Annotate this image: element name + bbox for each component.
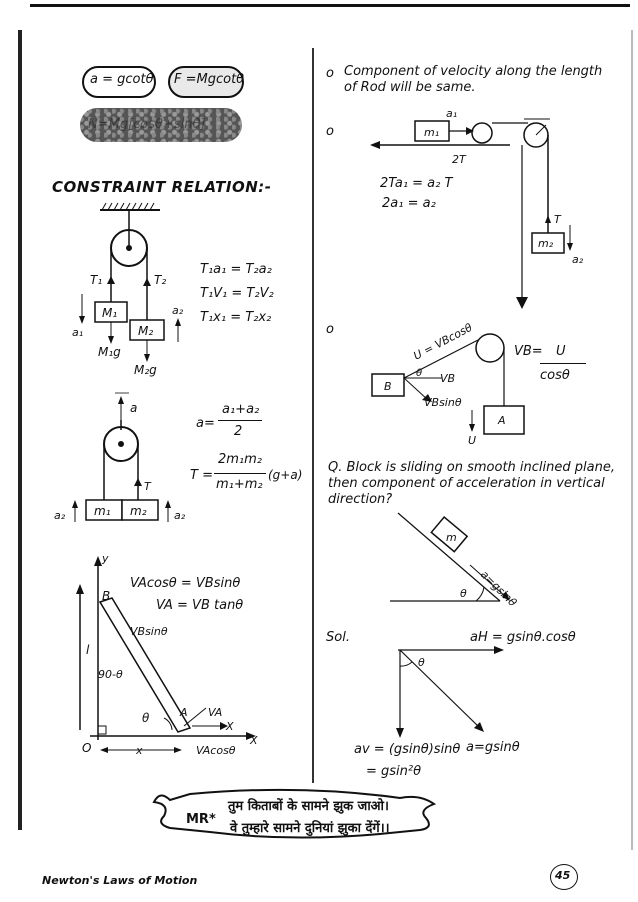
formula-F-box xyxy=(168,66,244,98)
label-a2: a₂ xyxy=(172,304,184,317)
label-VB: VB xyxy=(440,372,455,385)
eq-VB-lhs: VB= xyxy=(514,344,543,359)
eq-rod-2: 2a₁ = a₂ xyxy=(382,196,436,211)
top-rule xyxy=(30,4,630,7)
label-a-comp: a=gsinθ xyxy=(466,740,520,755)
eq-T-num: 2m₁m₂ xyxy=(218,452,263,467)
label-x: x xyxy=(135,744,143,757)
label-2T: 2T xyxy=(452,153,467,166)
column-divider xyxy=(312,48,314,783)
bullet-3-marker: o xyxy=(326,322,334,337)
label-theta-2: θ xyxy=(416,368,422,379)
label-B: B xyxy=(102,589,110,603)
eq-T-lhs: T = xyxy=(190,468,213,483)
label-a1-r: a₁ xyxy=(446,107,457,120)
eq-Ta: T₁a₁ = T₂a₂ xyxy=(200,262,272,277)
label-A-2: A xyxy=(497,414,506,427)
bullet-1: Component of velocity along the length o… xyxy=(344,64,603,95)
label-M1g: M₁g xyxy=(98,345,121,359)
pulley-figure-2: a T m₁ m₂ a₂ a₂ xyxy=(54,392,186,522)
label-O: O xyxy=(82,741,91,755)
label-X-small: X xyxy=(225,720,234,733)
formula-a-box xyxy=(82,66,156,98)
label-m1-r: m₁ xyxy=(424,126,439,139)
block-pulley-figure: U = VBcosθ θ VB B VBsinθ A U xyxy=(371,321,525,447)
label-M1: M₁ xyxy=(102,306,117,320)
question: Q. Block is sliding on smooth inclined p… xyxy=(328,460,615,507)
label-y: y xyxy=(101,552,109,565)
label-T1: T₁ xyxy=(90,273,102,287)
eq-a-lhs: a= xyxy=(196,416,215,431)
formula-a: a = gcotθ xyxy=(90,72,154,87)
label-M2: M₂ xyxy=(138,324,153,338)
eq-VB-num: U xyxy=(556,344,566,359)
label-T: T xyxy=(144,480,152,493)
eq-rod-1: 2Ta₁ = a₂ T xyxy=(380,176,453,191)
label-X-axis: X xyxy=(249,734,258,747)
label-theta: θ xyxy=(142,711,150,725)
eq-ladder-2: VA = VB tanθ xyxy=(156,598,244,613)
label-a: a xyxy=(130,401,137,415)
eq-VB-bar xyxy=(540,363,586,364)
label-VA: VA xyxy=(208,706,222,719)
eq-Tx: T₁x₁ = T₂x₂ xyxy=(200,310,272,325)
label-VAcos: VAcosθ xyxy=(196,744,236,757)
pulley-figure-1: T₁ T₂ M₁ M₂ a₁ a₂ M₁g M₂g xyxy=(72,202,184,377)
eq-av: av = (gsinθ)sinθ xyxy=(354,742,461,757)
quote-banner-shape xyxy=(152,788,437,839)
constraint-heading: CONSTRAINT RELATION:- xyxy=(52,178,272,196)
eq-a-num: a₁+a₂ xyxy=(222,402,260,417)
smudged-formula-box xyxy=(80,108,242,142)
label-90: 90-θ xyxy=(98,668,123,681)
label-m2: m₂ xyxy=(130,504,147,518)
label-U-eq: U = VBcosθ xyxy=(411,321,474,363)
label-U: U xyxy=(468,434,476,447)
eq-av-2: = gsin²θ xyxy=(366,764,422,779)
eq-TV: T₁V₁ = T₂V₂ xyxy=(200,286,274,301)
label-l: l xyxy=(86,643,90,657)
eq-T-bar xyxy=(214,473,266,474)
label-a2-left: a₂ xyxy=(54,509,66,522)
label-VBsin-2: VBsinθ xyxy=(424,396,462,409)
label-theta-3: θ xyxy=(460,587,467,600)
label-VBsin: VBsinθ xyxy=(130,625,168,638)
incline-figure: m θ a=gsinθ xyxy=(390,512,519,609)
label-m2-r: m₂ xyxy=(538,237,554,250)
bullet-1-marker: o xyxy=(326,66,334,81)
label-m-incline: m xyxy=(446,531,457,544)
eq-a-den: 2 xyxy=(234,424,243,439)
banner-mr: MR* xyxy=(186,812,216,827)
eq-aH: aH = gsinθ.cosθ xyxy=(470,630,576,645)
eq-T-tail: (g+a) xyxy=(268,468,303,482)
label-a1: a₁ xyxy=(72,326,83,339)
left-margin-bar xyxy=(18,30,22,830)
eq-VB-den: cosθ xyxy=(540,368,570,383)
rod-figure-1: a₁ m₁ 2T T m₂ a₂ xyxy=(370,107,584,309)
label-T2: T₂ xyxy=(154,273,166,287)
page-number-circle xyxy=(550,864,578,890)
banner-line-1: तुम किताबों के सामने झुक जाओ। xyxy=(228,799,389,814)
right-edge xyxy=(631,30,633,850)
sol-label: Sol. xyxy=(326,630,350,645)
banner-line-2: वे तुम्हारे सामने दुनियां झुका देंगें।। xyxy=(230,821,390,836)
footer-title: Newton's Laws of Motion xyxy=(42,874,198,887)
component-figure: θ xyxy=(396,646,504,738)
label-m1: m₁ xyxy=(94,504,111,518)
formula-F: F =Mgcotθ xyxy=(174,72,245,87)
label-theta-4: θ xyxy=(418,656,425,669)
ladder-figure: B VBsinθ l 90-θ θ A VA X X O x VAcosθ y xyxy=(76,552,258,757)
label-B-2: B xyxy=(384,380,392,393)
label-M2g: M₂g xyxy=(134,363,157,377)
eq-T-den: m₁+m₂ xyxy=(216,477,263,492)
label-a2-r: a₂ xyxy=(572,253,584,266)
eq-a-bar xyxy=(218,420,262,421)
label-a2-right: a₂ xyxy=(174,509,186,522)
label-A: A xyxy=(179,706,188,719)
smudged-formula: N=Mg[cosθ+sinθ] xyxy=(88,117,206,132)
eq-ladder-1: VAcosθ = VBsinθ xyxy=(130,576,241,591)
bullet-2-marker: o xyxy=(326,124,334,139)
label-T-r: T xyxy=(554,213,562,226)
page-number: 45 xyxy=(555,869,571,882)
